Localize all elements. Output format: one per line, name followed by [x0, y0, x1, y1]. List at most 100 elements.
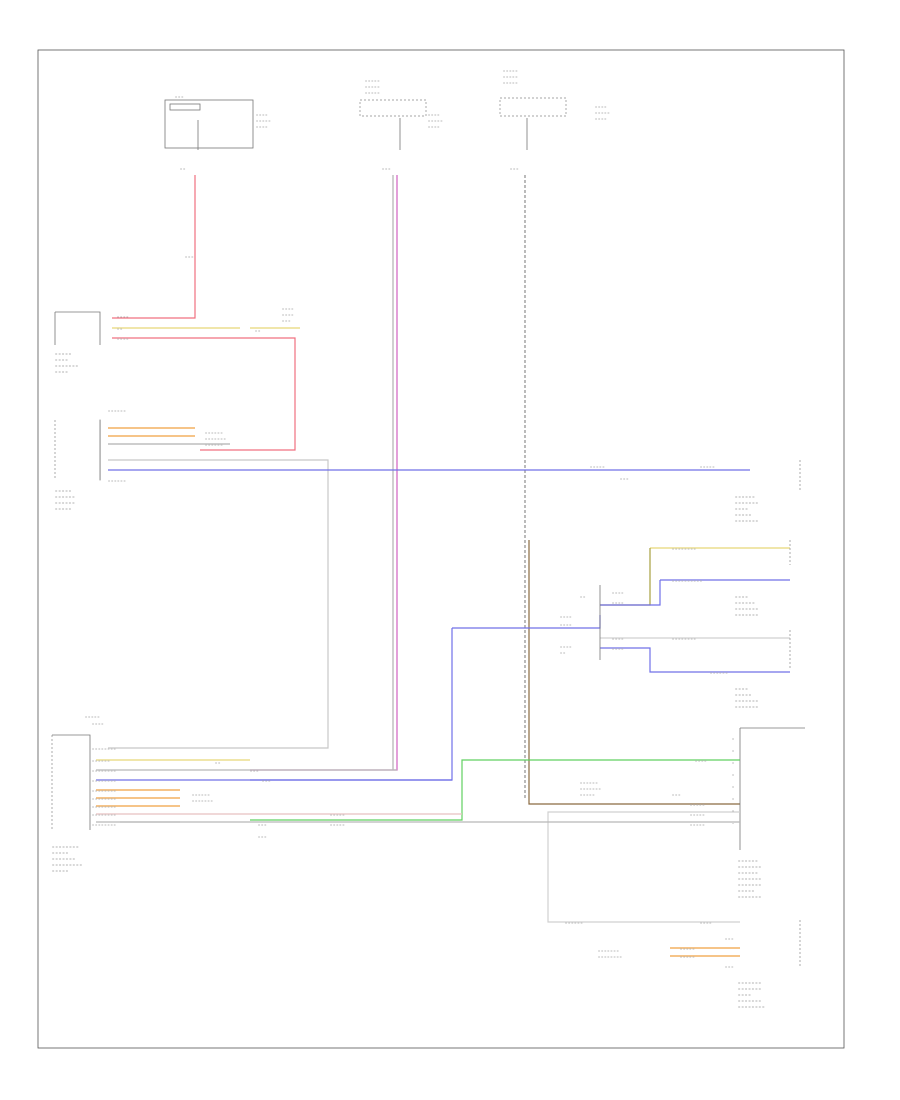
- svg-text:= = = =: = = = =: [612, 591, 623, 595]
- svg-text:= = = = = = = =: = = = = = = = =: [52, 844, 79, 849]
- svg-text:= = = = = = = =: = = = = = = = =: [92, 747, 116, 751]
- svg-text:= = = = = = =: = = = = = = =: [735, 500, 759, 505]
- svg-text:= = = = = =: = = = = = =: [205, 443, 223, 447]
- svg-text:= = = =: = = = =: [117, 337, 128, 341]
- brake-light-switch: = = = = = = = = = = = = = = = = = = = =: [54, 311, 101, 374]
- svg-text:= = = =: = = = =: [560, 623, 571, 627]
- svg-text:= = = =: = = = =: [92, 722, 103, 726]
- svg-text:= = = =: = = = =: [595, 105, 606, 109]
- svg-text:= =: = =: [255, 329, 260, 333]
- svg-text:= = = = = = = =: = = = = = = = =: [672, 637, 696, 641]
- svg-text:=: =: [732, 821, 734, 825]
- svg-text:= = =: = = =: [258, 835, 266, 839]
- svg-text:= = = = = = = =: = = = = = = = =: [92, 823, 116, 827]
- svg-text:= = = = =: = = = = =: [735, 692, 752, 697]
- svg-text:= = = = = =: = = = = = =: [55, 494, 75, 499]
- svg-text:= = = = = = = =: = = = = = = = =: [92, 779, 116, 783]
- svg-text:= = = = =: = = = = =: [503, 75, 518, 79]
- svg-text:=: =: [732, 785, 734, 789]
- svg-text:= = = =: = = = =: [735, 594, 748, 599]
- svg-text:= = =: = = =: [262, 779, 270, 783]
- svg-text:= = = = = = =: = = = = = = =: [738, 876, 762, 881]
- svg-text:= = = =: = = = =: [735, 506, 748, 511]
- svg-text:= = = = = = =: = = = = = = =: [598, 949, 619, 953]
- svg-text:= = = = =: = = = = =: [365, 79, 380, 83]
- svg-text:= = = = = =: = = = = = =: [565, 921, 583, 925]
- diagram-frame: [37, 49, 845, 1049]
- svg-text:= = = =: = = = =: [282, 313, 293, 317]
- svg-text:=: =: [732, 737, 734, 741]
- svg-text:= = =: = = =: [725, 937, 733, 941]
- svg-text:= = = = =: = = = = =: [55, 351, 72, 356]
- svg-text:= = = = = = = =: = = = = = = = =: [738, 1004, 765, 1009]
- svg-text:= = = = = =: = = = = = =: [580, 781, 598, 785]
- svg-text:= = = =: = = = =: [55, 369, 68, 374]
- svg-text:= = =: = = =: [282, 319, 290, 323]
- svg-text:=: =: [732, 809, 734, 813]
- svg-text:= = = = = = =: = = = = = = =: [55, 363, 79, 368]
- selector-lever-module: = = = = = = = = = = = = = = = = = = = = …: [732, 727, 805, 899]
- svg-text:= = = = = = =: = = = = = = =: [192, 799, 213, 803]
- svg-text:= = = = = = =: = = = = = = =: [738, 998, 762, 1003]
- svg-text:= = = = =: = = = = =: [680, 955, 695, 959]
- svg-text:= = = = =: = = = = =: [738, 888, 755, 893]
- svg-text:= = = = = = =: = = = = = = =: [735, 698, 759, 703]
- svg-text:= =: = =: [180, 167, 185, 171]
- svg-text:= = = = =: = = = = =: [365, 91, 380, 95]
- shift-lock-solenoid: = = = = = = = = = = = = = = = = = = = = …: [735, 540, 791, 709]
- svg-text:= = =: = = =: [620, 477, 628, 481]
- svg-text:= = = = = =: = = = = = =: [108, 409, 126, 413]
- svg-text:= = = = = = =: = = = = = = =: [738, 980, 762, 985]
- svg-text:= = = = = = = =: = = = = = = = =: [92, 813, 116, 817]
- wire-white-ecm: [108, 459, 329, 749]
- svg-text:= = = =: = = = =: [560, 645, 571, 649]
- svg-text:= = = = =: = = = = =: [590, 465, 605, 469]
- svg-text:= = = = =: = = = = =: [55, 506, 72, 511]
- svg-text:= = = = =: = = = = =: [55, 488, 72, 493]
- svg-text:= = = = = =: = = = = = =: [108, 479, 126, 483]
- svg-text:= = = = =: = = = = =: [330, 823, 345, 827]
- svg-text:= = = =: = = = =: [738, 992, 751, 997]
- svg-text:= = = = = =: = = = = = =: [192, 793, 210, 797]
- svg-text:= = = = = = = =: = = = = = = = =: [672, 547, 696, 551]
- svg-text:= = = = = = =: = = = = = = =: [738, 882, 762, 887]
- svg-text:= = = = =: = = = = =: [503, 81, 518, 85]
- svg-text:= = = =: = = = =: [560, 615, 571, 619]
- svg-text:= = = = = = =: = = = = = = =: [735, 704, 759, 709]
- svg-text:= = = = =: = = = = =: [700, 465, 715, 469]
- fuse-box-center: = = = = = = = = = = = = = = = = = = = = …: [359, 79, 443, 150]
- fuse-box-right: = = = = = = = = = = = = = = = = = = = = …: [499, 69, 610, 150]
- wire-green-selector: [250, 759, 740, 821]
- svg-text:= = = =: = = = =: [428, 113, 439, 117]
- svg-text:= = = = = = = = =: = = = = = = = = =: [52, 862, 83, 867]
- svg-text:= = = = =: = = = = =: [428, 119, 443, 123]
- svg-text:= = = = =: = = = = =: [735, 512, 752, 517]
- svg-text:=: =: [732, 773, 734, 777]
- engine-control-module: = = = = = = = = = = = = = = = = = = = = …: [54, 409, 126, 511]
- svg-text:=: =: [732, 761, 734, 765]
- svg-text:= = = =: = = = =: [695, 759, 706, 763]
- svg-text:= = = = = = = = = =: = = = = = = = = = =: [672, 579, 702, 583]
- svg-text:= = =: = = =: [725, 965, 733, 969]
- svg-text:= = = = = = =: = = = = = = =: [52, 856, 76, 861]
- svg-text:= = = = = = =: = = = = = = =: [205, 437, 226, 441]
- svg-text:= = =: = = =: [258, 823, 266, 827]
- svg-text:= = =: = = =: [185, 255, 193, 259]
- wire-red-brake-ecm: [112, 337, 296, 451]
- svg-text:= = = =: = = = =: [735, 686, 748, 691]
- transmission-range-switch: = = = = = = = = = = = = = = = = = = = = …: [738, 920, 801, 1009]
- svg-text:= = = = = = =: = = = = = = =: [738, 986, 762, 991]
- svg-text:= = = =: = = = =: [428, 125, 439, 129]
- svg-text:= = = = =: = = = = =: [365, 85, 380, 89]
- svg-text:= = = = =: = = = = =: [680, 947, 695, 951]
- wire-blue-shift-2: [600, 647, 790, 673]
- svg-text:= = = = = =: = = = = = =: [735, 600, 755, 605]
- svg-text:= = =: = = =: [382, 167, 390, 171]
- svg-text:= = = = = = =: = = = = = = =: [738, 894, 762, 899]
- svg-text:= = = = =: = = = = =: [595, 111, 610, 115]
- svg-text:= = = = =: = = = = =: [503, 69, 518, 73]
- svg-text:= = = = =: = = = = =: [580, 793, 595, 797]
- svg-text:= = = = =: = = = = =: [85, 715, 100, 719]
- svg-text:= = = = = = = =: = = = = = = = =: [92, 789, 116, 793]
